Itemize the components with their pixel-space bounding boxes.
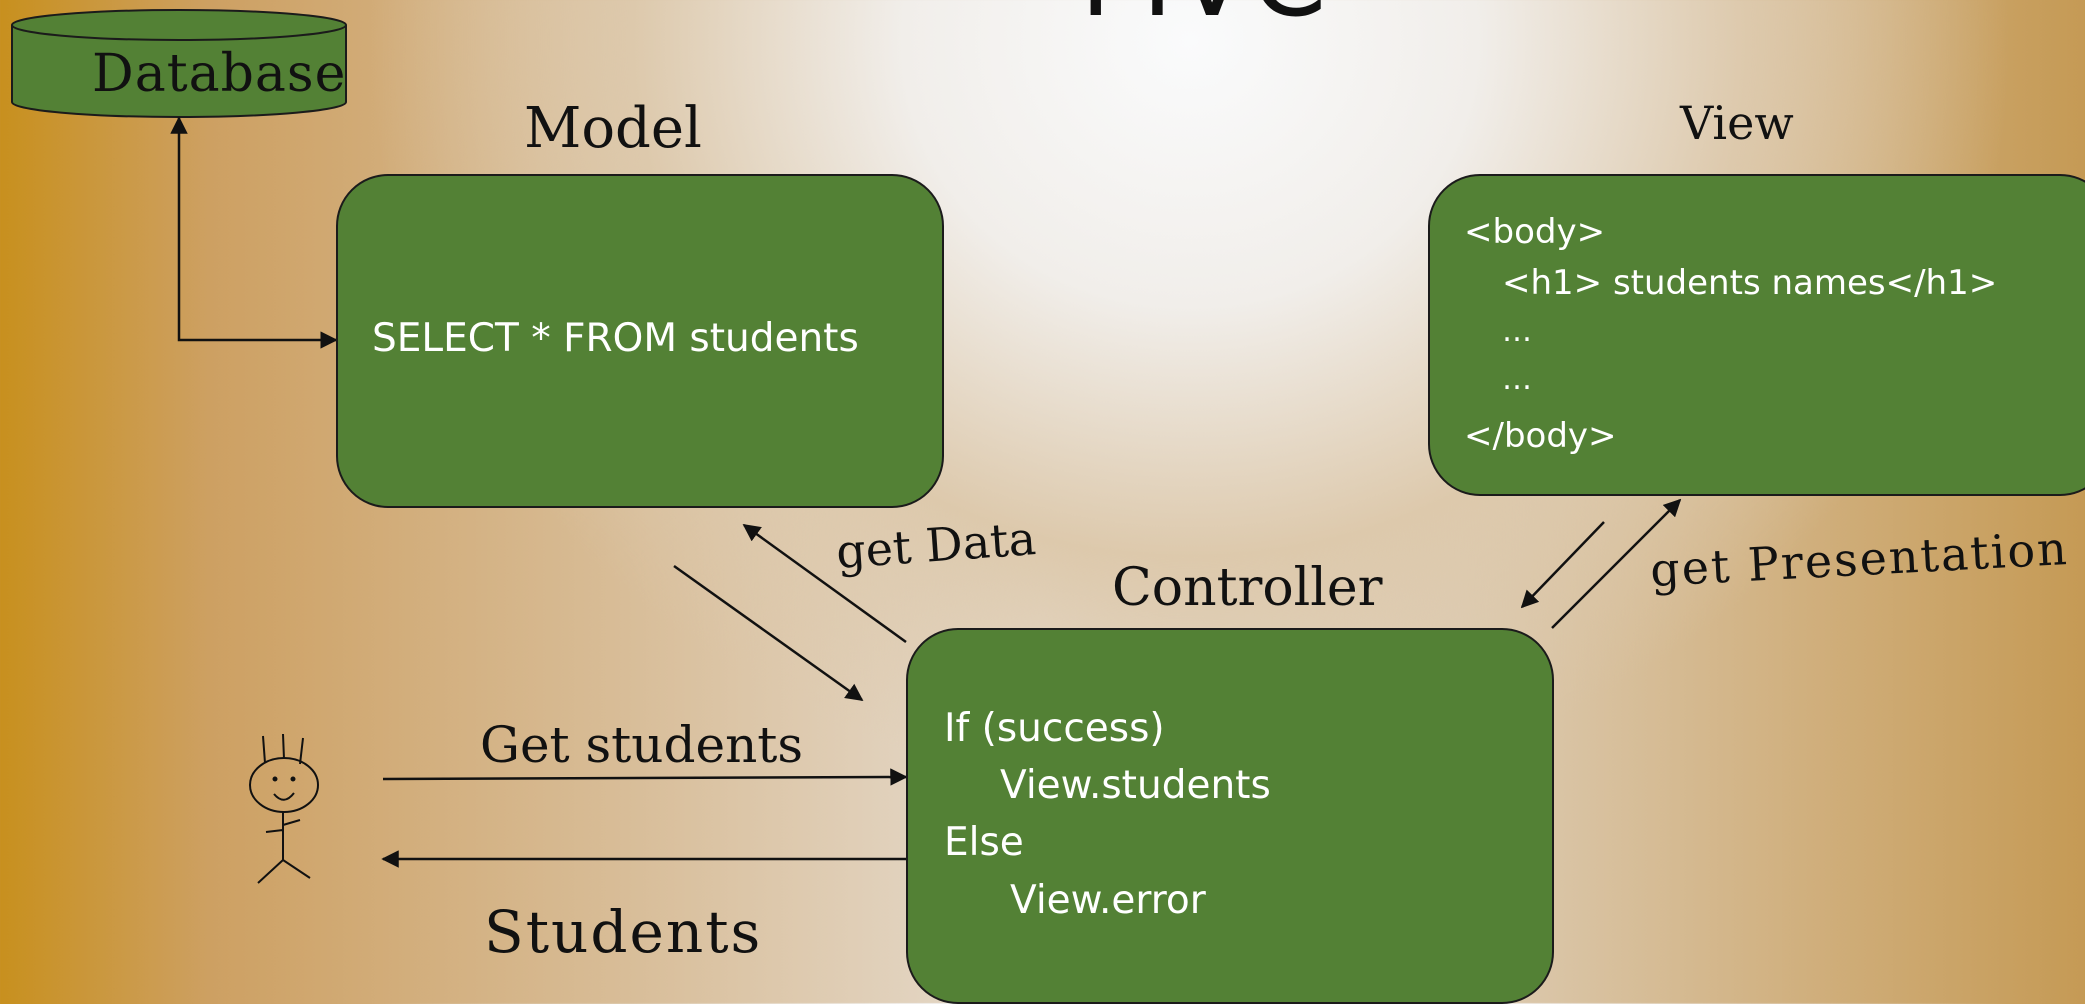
view-code-line: </body> (1464, 416, 1617, 456)
view-code-line: <h1> students names</h1> (1502, 263, 1998, 303)
controller-code-line: View.error (1010, 878, 1206, 923)
controller-heading: Controller (1112, 558, 1383, 618)
model-query: SELECT * FROM students (372, 316, 859, 361)
database-model-connector (170, 116, 338, 349)
controller-code-line: If (success) (944, 706, 1165, 751)
controller-code-line: Else (944, 820, 1024, 865)
students-response-label: Students (484, 898, 763, 966)
model-box: SELECT * FROM students (336, 174, 944, 508)
get-students-arrow (382, 768, 908, 786)
view-code-line: … (1502, 314, 1532, 349)
controller-code-line: View.students (1000, 763, 1271, 808)
get-students-label: Get students (480, 716, 804, 774)
view-code-line: <body> (1464, 212, 1606, 252)
model-heading: Model (524, 96, 702, 161)
model-return-arrow (673, 564, 864, 702)
view-heading: View (1680, 96, 1794, 150)
controller-box: If (success) View.students Else View.err… (906, 628, 1554, 1004)
slide-title: MVC (1080, 0, 1328, 33)
user-stick-figure (249, 733, 319, 884)
view-return-arrow (1520, 521, 1605, 609)
view-code-line: … (1502, 362, 1532, 397)
get-data-arrow (742, 523, 907, 644)
database-label: Database (92, 44, 347, 104)
view-box: <body> <h1> students names</h1> … … </bo… (1428, 174, 2085, 496)
get-presentation-arrow (1551, 498, 1682, 629)
